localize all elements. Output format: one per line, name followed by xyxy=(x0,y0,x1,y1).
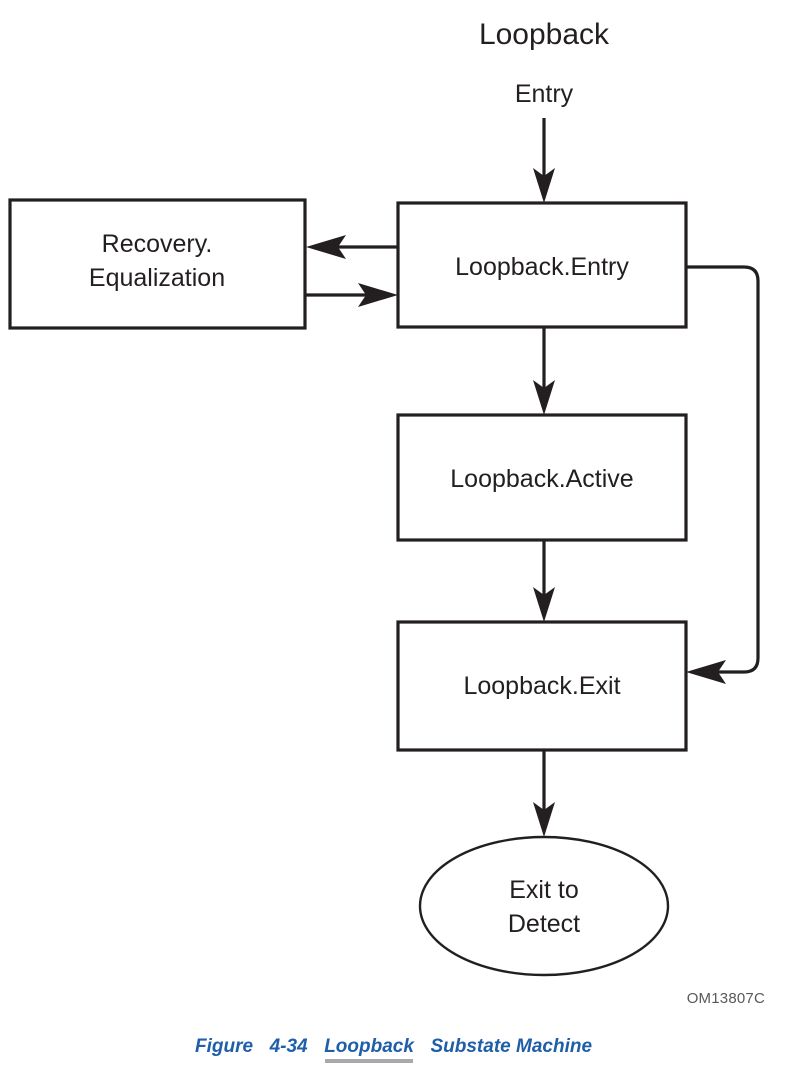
caption-prefix: Figure xyxy=(194,1036,254,1057)
edge-loopback-entry-to-active xyxy=(533,327,555,415)
edge-loopback-entry-bypass-to-exit xyxy=(686,265,760,684)
edge-loopback-exit-to-detect xyxy=(533,750,555,837)
edge-loopback-entry-to-recovery xyxy=(306,235,398,259)
caption-highlighted-word: Loopback xyxy=(324,1036,414,1063)
node-exit-to-detect-label-line2: Detect xyxy=(508,910,580,938)
figure-id-code: OM13807C xyxy=(686,990,765,1007)
node-recovery-equalization[interactable]: Recovery. Equalization xyxy=(8,198,307,330)
node-recovery-equalization-label-line2: Equalization xyxy=(89,264,225,292)
node-loopback-exit-label: Loopback.Exit xyxy=(463,672,620,700)
node-exit-to-detect[interactable]: Exit to Detect xyxy=(418,835,670,977)
node-loopback-active-label: Loopback.Active xyxy=(450,465,633,493)
caption-number: 4-34 xyxy=(269,1036,308,1057)
node-exit-to-detect-label-line1: Exit to xyxy=(509,876,578,904)
caption-rest: Substate Machine xyxy=(430,1036,593,1057)
figure-caption: Figure 4-34 Loopback Substate Machine xyxy=(0,1036,787,1063)
entry-label: Entry xyxy=(515,80,574,108)
edge-entry-to-loopback-entry xyxy=(533,118,555,203)
diagram-title: Loopback xyxy=(479,18,610,51)
node-recovery-equalization-label-line1: Recovery. xyxy=(102,230,213,258)
edge-recovery-to-loopback-entry xyxy=(305,283,398,307)
node-loopback-active[interactable]: Loopback.Active xyxy=(396,413,688,542)
node-loopback-entry-label: Loopback.Entry xyxy=(455,253,629,281)
node-loopback-exit[interactable]: Loopback.Exit xyxy=(396,620,688,752)
edge-loopback-active-to-exit xyxy=(533,540,555,622)
node-loopback-entry[interactable]: Loopback.Entry xyxy=(396,201,688,329)
